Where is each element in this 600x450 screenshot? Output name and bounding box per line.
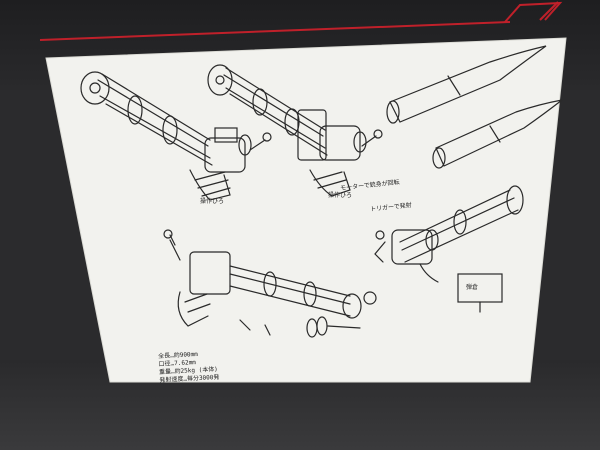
sheet-paper [45,37,567,383]
gatling-sketch-4 [163,229,377,338]
gatling-sketch-2 [207,64,383,197]
caption-left: 操作ひろ [200,198,225,205]
gatling-sketch-3 [374,185,524,283]
bullet-sketches [386,45,563,169]
gatling-sketch-1 [80,71,272,201]
concept-sheet: 操作ひろ 操作ひろ モーターで銃身が回転 トリガーで発射 弾倉 全長…約900m… [40,30,580,390]
spec-list: 全長…約900mm 口径…7.62mm 重量…約25kg (本体) 発射速度…毎… [158,347,280,385]
caption-mid: 操作ひろ [328,192,353,199]
note-box-label: 弾倉 [466,284,479,291]
red-wall-stripe [39,1,563,41]
